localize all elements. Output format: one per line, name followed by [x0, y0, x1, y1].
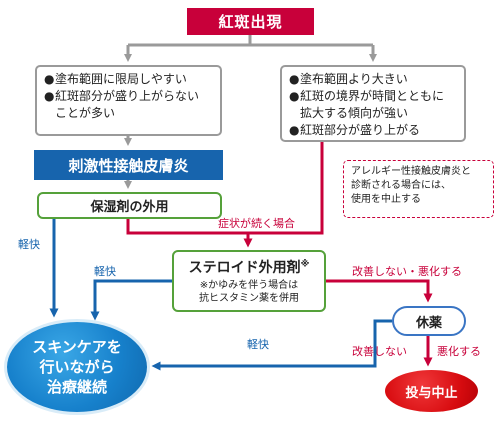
label-no-improve-worse: 改善しない・悪化する: [352, 265, 462, 278]
edge-steroid-to-rest: [326, 279, 433, 303]
steroid-note-line: ※かゆみを伴う場合は: [199, 280, 299, 291]
steroid-note-line: 抗ヒスタミン薬を併用: [199, 293, 299, 304]
label-relief-1: 軽快: [18, 238, 40, 251]
label-persist: 症状が続く場合: [218, 217, 295, 230]
edge-steroid-to-skincare: [90, 279, 172, 321]
edge-moisturizer-to-steroid: [126, 219, 248, 235]
allergy-note-line: 使用を中止する: [351, 194, 421, 205]
irritant-dermatitis-node: 刺激性接触皮膚炎: [34, 150, 223, 180]
edge-rest-to-skincare: [151, 319, 392, 371]
allergy-note-line: 診断される場合には、: [351, 180, 451, 191]
right-condition-item: ●塗布範囲より大きい: [289, 72, 408, 86]
label-worse: 悪化する: [437, 345, 481, 358]
steroid-note: ※かゆみを伴う場合は 抗ヒスタミン薬を併用: [199, 279, 299, 305]
right-condition-item: ●紅斑部分が盛り上がる: [289, 123, 421, 137]
steroid-label: ステロイド外用剤: [188, 260, 301, 276]
skincare-node: スキンケアを 行いながら 治療継続: [7, 322, 147, 412]
left-condition-box: ●塗布範囲に限局しやすい ●紅斑部分が盛り上がらない ことが多い: [35, 65, 222, 136]
moisturizer-label: 保湿剤の外用: [90, 200, 169, 215]
allergy-note: アレルギー性接触皮膚炎と 診断される場合には、 使用を中止する: [343, 160, 494, 218]
rest-node: 休薬: [392, 306, 466, 336]
skincare-line: 行いながら: [39, 358, 115, 376]
moisturizer-node: 保湿剤の外用: [37, 192, 222, 219]
right-condition-item: ●紅斑の境界が時間とともに: [289, 89, 445, 103]
label-relief-2: 軽快: [94, 265, 116, 278]
stop-node: 投与中止: [385, 370, 478, 412]
steroid-label-row: ステロイド外用剤※: [189, 257, 310, 277]
label-no-improve: 改善しない: [352, 345, 407, 358]
edge-right-to-steroid: [243, 142, 324, 248]
left-condition-item: ことが多い: [55, 106, 116, 120]
right-condition-item: 拡大する傾向が強い: [300, 106, 409, 120]
skincare-line: 治療継続: [46, 378, 107, 396]
label-relief-3: 軽快: [247, 338, 269, 351]
right-condition-box: ●塗布範囲より大きい ●紅斑の境界が時間とともに 拡大する傾向が強い ●紅斑部分…: [280, 65, 466, 142]
allergy-note-line: アレルギー性接触皮膚炎と: [351, 166, 471, 177]
title-erythema: 紅斑出現: [187, 8, 314, 35]
left-condition-item: ●紅斑部分が盛り上がらない: [44, 89, 200, 103]
skincare-line: スキンケアを: [32, 338, 122, 356]
left-condition-item: ●塗布範囲に限局しやすい: [44, 72, 187, 86]
edge-title-split: [126, 35, 375, 58]
steroid-node: ステロイド外用剤※ ※かゆみを伴う場合は 抗ヒスタミン薬を併用: [172, 250, 326, 312]
steroid-mark: ※: [300, 259, 310, 270]
